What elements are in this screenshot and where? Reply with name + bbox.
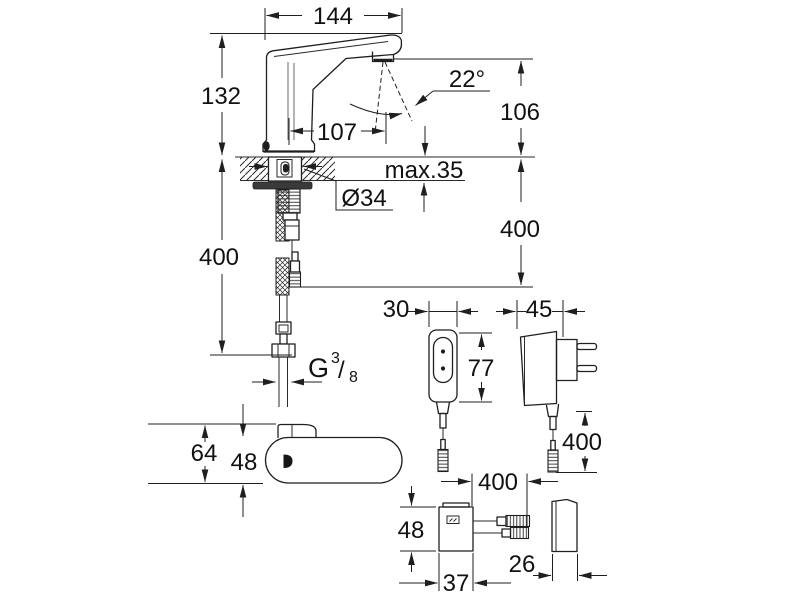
dim-144-label: 144	[313, 3, 353, 30]
dim-height: 132	[201, 33, 402, 156]
dim-400-left-label: 400	[199, 244, 239, 271]
sensor-window	[263, 141, 270, 151]
power-supply-front-view	[428, 329, 458, 473]
dim-spray-angle: 22°	[415, 66, 490, 106]
box-cover-side-view	[551, 498, 578, 553]
top-sensor-window	[283, 454, 293, 468]
power-supply-side-view	[519, 330, 598, 473]
spray-angle-construction	[349, 61, 413, 134]
dim-48-top-label: 48	[231, 449, 258, 476]
dim-spout-projection: 107	[288, 112, 387, 146]
thread-num-label: 3	[331, 350, 340, 367]
dim-cover-depth: 26	[509, 551, 607, 581]
mounting-washer	[252, 181, 313, 190]
dim-box-cable-length: 400	[441, 469, 558, 527]
dim-outlet-height: 106	[393, 58, 540, 156]
dim-hole-diameter: Ø34	[249, 163, 393, 212]
dim-box-height: 48	[398, 486, 436, 572]
dim-cable-length-right: 400	[294, 159, 540, 288]
thread-slash-label: /	[338, 357, 345, 384]
dim-box-width: 37	[399, 553, 511, 597]
dim-107-label: 107	[317, 119, 357, 146]
dim-400-cable-label: 400	[478, 469, 518, 496]
faucet-top-view	[264, 423, 403, 484]
dim-30-label: 30	[383, 296, 410, 323]
dim-hose-length: 400	[199, 159, 292, 356]
dim-45-label: 45	[526, 296, 553, 323]
dim-psu-height: 77	[459, 332, 495, 403]
dim-max-deck: max.35	[385, 126, 464, 212]
dim-26-label: 26	[509, 551, 536, 578]
plug-pin-bottom	[576, 364, 598, 373]
supply-hose-and-cable	[271, 188, 302, 407]
dim-48-box-label: 48	[398, 517, 425, 544]
dim-top-width: 48	[231, 404, 258, 517]
dim-37-label: 37	[443, 570, 470, 597]
control-box	[438, 502, 531, 552]
dim-psu-width: 30	[383, 296, 478, 327]
dim-top-length: 64	[148, 423, 276, 484]
dim-132-label: 132	[201, 83, 241, 110]
dim-thread: G 3 / 8	[252, 350, 358, 386]
faucet-side-view	[262, 34, 403, 153]
dim-psu-cable-length: 400	[556, 411, 602, 473]
dim-dia34-label: Ø34	[341, 185, 386, 212]
dim-400-psu-label: 400	[562, 429, 602, 456]
dim-max35-label: max.35	[385, 157, 464, 184]
thread-den-label: 8	[349, 369, 358, 386]
dim-77-label: 77	[468, 355, 495, 382]
dim-psu-depth: 45	[496, 296, 585, 337]
thread-g-label: G	[308, 353, 329, 383]
dim-64-label: 64	[191, 440, 218, 467]
dim-22deg-label: 22°	[449, 66, 485, 93]
dim-106-label: 106	[500, 99, 540, 126]
plug-pin-top	[576, 342, 598, 351]
dim-400-right-label: 400	[500, 216, 540, 243]
dim-overall-length: 144	[264, 3, 403, 40]
